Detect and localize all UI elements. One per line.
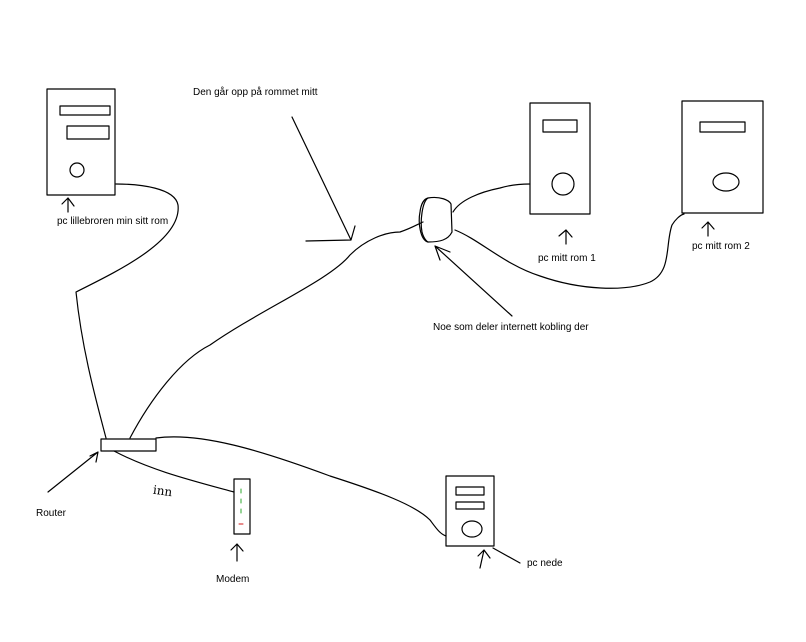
modem-icon <box>233 478 251 535</box>
cable-splitter-pc-rom1 <box>452 183 531 213</box>
label-modem: Modem <box>216 574 250 585</box>
cable-router-splitter <box>129 221 424 439</box>
label-splitter: Noe som deler internett kobling der <box>433 322 589 333</box>
splitter-icon <box>418 196 453 243</box>
modem-leds <box>238 488 244 525</box>
pc-lillebroren-icon <box>46 88 116 196</box>
label-pc-nede: pc nede <box>527 558 563 569</box>
pc-rom2-icon <box>681 100 764 214</box>
arrow-den-gar-opp <box>291 116 356 242</box>
label-router: Router <box>36 508 67 519</box>
pc-nede-pointer-line <box>492 547 521 564</box>
label-pc-rom2: pc mitt rom 2 <box>692 241 750 252</box>
cable-splitter-pc-rom2 <box>454 213 685 289</box>
arrow-pc-lillebroren <box>61 197 75 213</box>
arrow-splitter <box>434 245 513 317</box>
arrow-pc-nede <box>477 549 491 569</box>
arrow-modem <box>230 543 244 562</box>
router-icon <box>100 438 157 452</box>
arrow-router <box>47 451 99 493</box>
cable-pc-lillebroren-router <box>75 183 179 439</box>
label-pc-rom1: pc mitt rom 1 <box>538 253 596 264</box>
label-den-gar-opp: Den går opp på rommet mitt <box>193 87 318 98</box>
arrow-pc-rom2 <box>701 221 715 237</box>
cable-router-modem <box>113 450 235 493</box>
scribble-inn: inn <box>152 482 174 500</box>
pc-nede-icon <box>445 475 495 547</box>
label-pc-lillebroren: pc lillebroren min sitt rom <box>57 216 169 227</box>
arrow-pc-rom1 <box>558 229 573 245</box>
cable-router-pc-nede <box>155 436 447 537</box>
pc-rom1-icon <box>529 102 591 215</box>
